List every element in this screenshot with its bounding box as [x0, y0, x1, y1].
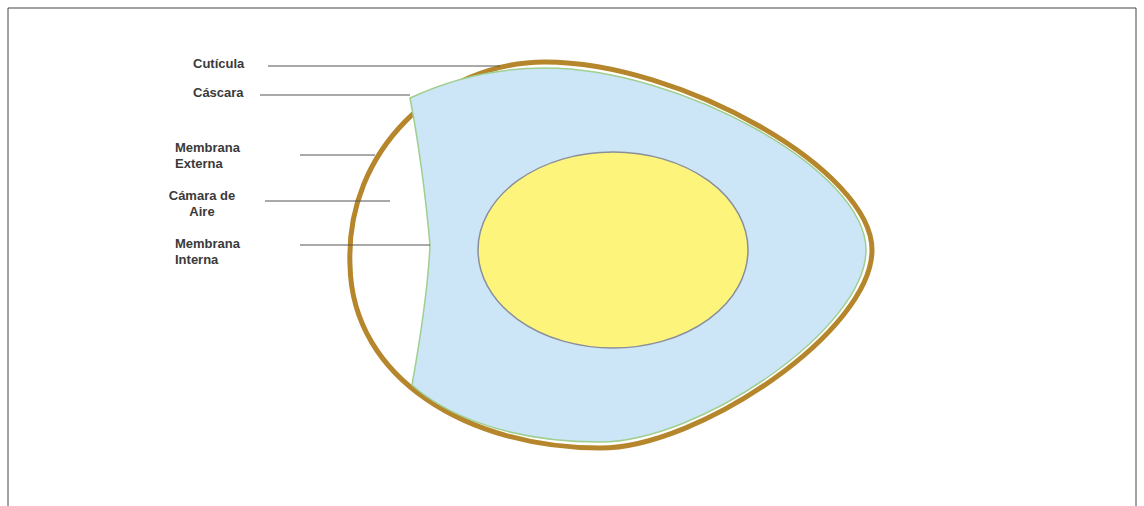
leader-line: [265, 200, 390, 201]
yolk: [478, 152, 748, 348]
leader-line: [268, 65, 500, 66]
part-label: Membrana Externa: [175, 140, 255, 172]
leader-lines: [260, 66, 500, 245]
leader-line: [300, 244, 430, 245]
eggshell: [350, 62, 872, 448]
part-label: Cáscara: [193, 85, 257, 101]
part-label: Cámara de Aire: [162, 188, 242, 220]
leader-line: [260, 94, 410, 95]
part-label: Cutícula: [193, 56, 263, 72]
egg-white: [410, 68, 866, 442]
leader-line: [300, 154, 375, 155]
part-label: Membrana Interna: [175, 236, 255, 268]
frame: [8, 8, 1136, 506]
